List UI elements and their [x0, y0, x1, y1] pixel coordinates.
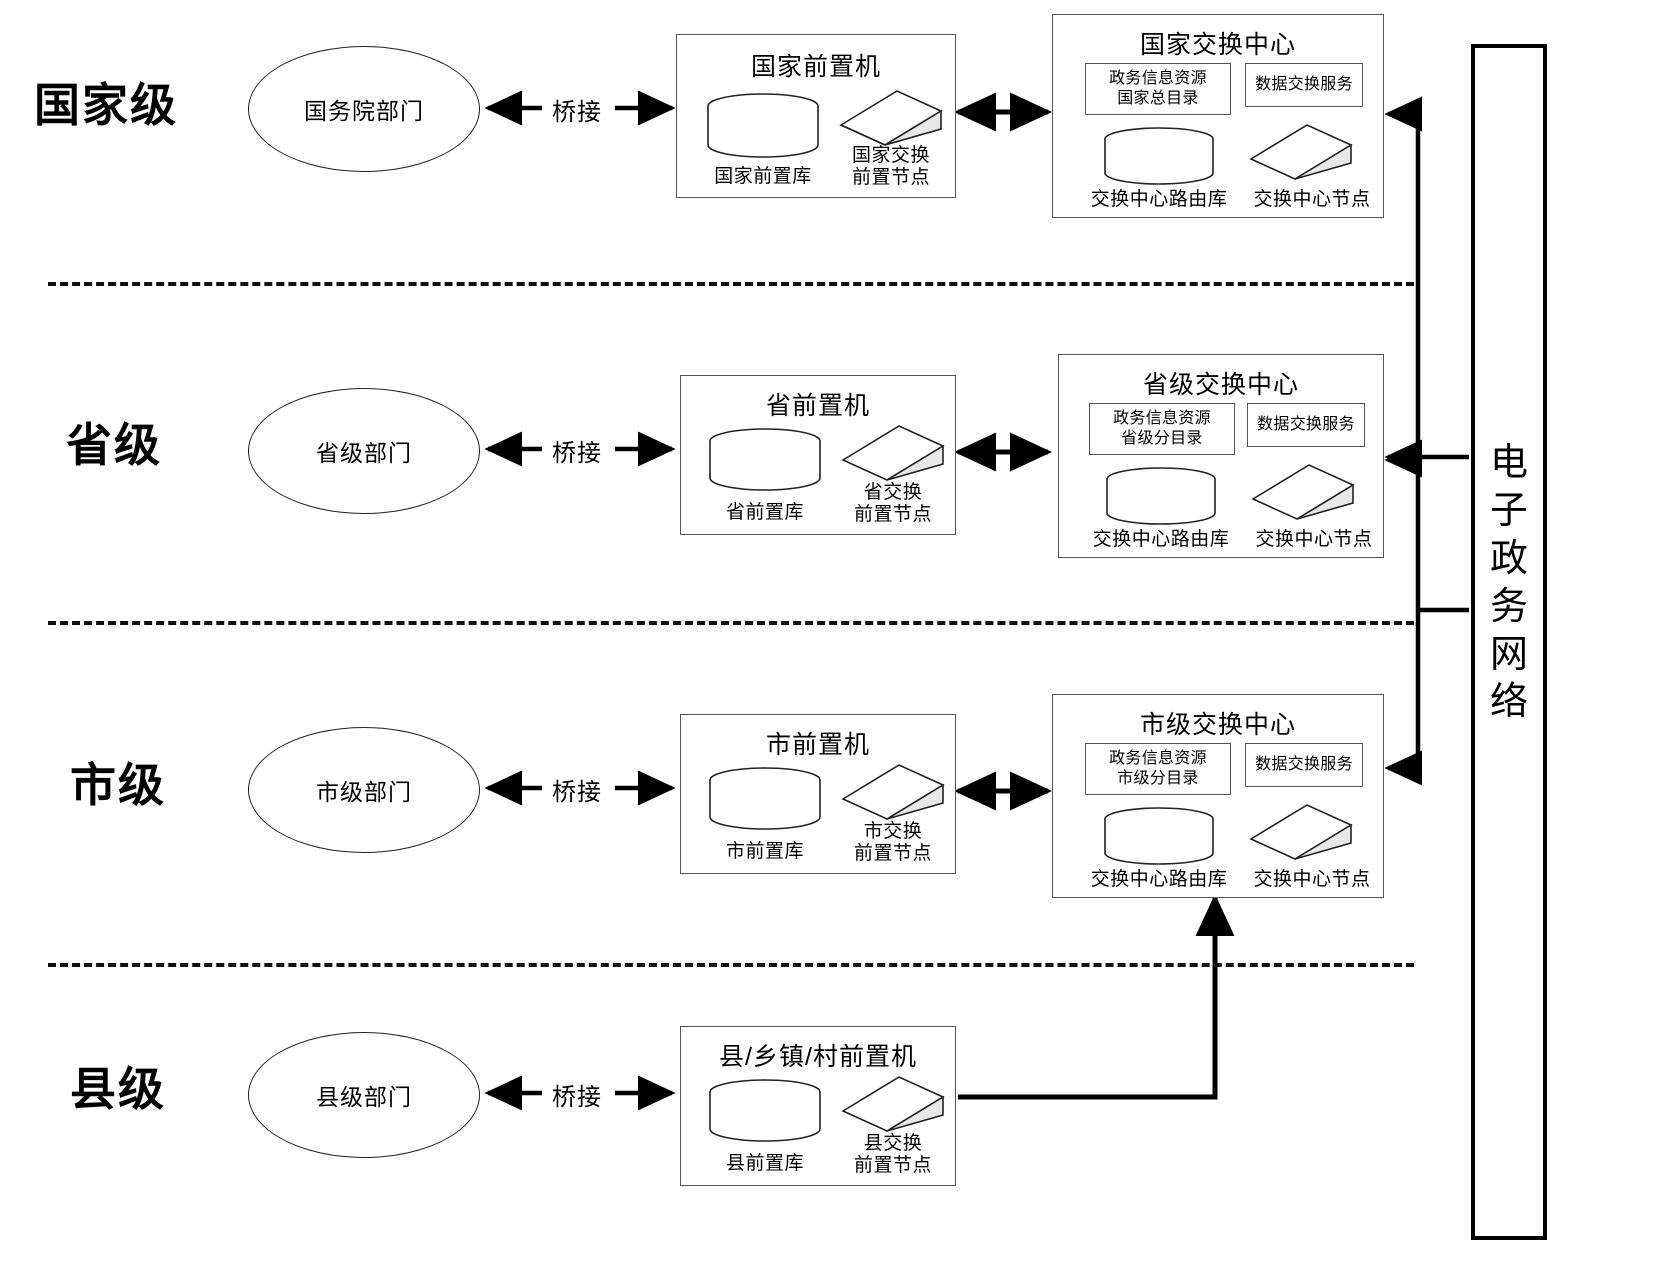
level-label-county: 县级	[70, 1063, 166, 1115]
front-machine-node-caption-national: 国家交换 前置节点	[829, 145, 953, 190]
department-label-national: 国务院部门	[304, 98, 424, 124]
front-machine-title-municipal: 市前置机	[765, 731, 870, 759]
front-machine-box-county[interactable]: 县/乡镇/村前置机 县前置库 县交换 前置节点	[680, 1026, 956, 1186]
routing-database-cylinder-icon	[1103, 467, 1219, 529]
department-label-county: 县级部门	[316, 1084, 412, 1110]
routing-db-caption-national: 交换中心路由库	[1090, 189, 1228, 210]
exchange-node-prism-icon	[837, 420, 949, 486]
routing-database-cylinder-icon	[1101, 127, 1217, 189]
routing-db-caption-provincial: 交换中心路由库	[1092, 529, 1230, 550]
catalog-box-label: 政务信息资源 国家总目录	[1109, 70, 1207, 107]
front-machine-node-caption-county: 县交换 前置节点	[831, 1133, 955, 1178]
egovernment-network-bar[interactable]	[1471, 44, 1547, 1240]
catalog-box-label: 政务信息资源 省级分目录	[1113, 410, 1211, 447]
service-box-label: 数据交换服务	[1255, 76, 1353, 93]
front-machine-title-county: 县/乡镇/村前置机	[719, 1043, 917, 1071]
catalog-box-municipal[interactable]: 政务信息资源 市级分目录	[1085, 743, 1231, 795]
node-caption-line2: 前置节点	[853, 1155, 932, 1177]
department-ellipse-provincial[interactable]: 省级部门	[248, 388, 480, 514]
level-separator-national-provincial	[48, 282, 1414, 286]
egovernment-network-label: 电 子 政 务 网 络	[1471, 440, 1547, 727]
network-char-4: 网	[1489, 633, 1528, 676]
service-box-municipal[interactable]: 数据交换服务	[1245, 743, 1363, 787]
exchange-center-node-prism-icon	[1247, 459, 1359, 525]
department-ellipse-national[interactable]: 国务院部门	[248, 46, 480, 172]
exchange-center-box-municipal[interactable]: 市级交换中心 政务信息资源 市级分目录 数据交换服务 交换中心路由库 交换中心节…	[1052, 694, 1384, 898]
front-machine-db-caption-national: 国家前置库	[714, 166, 812, 187]
routing-db-caption-municipal: 交换中心路由库	[1090, 869, 1228, 890]
front-machine-title-national: 国家前置机	[750, 53, 881, 81]
service-box-label: 数据交换服务	[1255, 756, 1353, 773]
service-box-national[interactable]: 数据交换服务	[1245, 63, 1363, 107]
front-machine-db-caption-county: 县前置库	[725, 1153, 804, 1174]
network-char-0: 电	[1489, 442, 1528, 484]
database-cylinder-icon	[707, 428, 823, 496]
bridge-label-county: 桥接	[549, 1077, 605, 1112]
bridge-label-municipal: 桥接	[549, 772, 605, 807]
node-caption-line2: 前置节点	[853, 843, 932, 865]
exchange-node-caption-national: 交换中心节点	[1253, 189, 1371, 210]
database-cylinder-icon	[707, 767, 823, 835]
catalog-box-provincial[interactable]: 政务信息资源 省级分目录	[1089, 403, 1235, 455]
department-ellipse-municipal[interactable]: 市级部门	[248, 727, 480, 853]
database-cylinder-icon	[707, 1079, 823, 1147]
node-caption-line2: 前置节点	[853, 504, 932, 526]
routing-database-cylinder-icon	[1101, 807, 1217, 869]
front-machine-box-provincial[interactable]: 省前置机 省前置库 省交换 前置节点	[680, 375, 956, 535]
network-char-1: 子	[1489, 489, 1528, 532]
front-machine-title-provincial: 省前置机	[765, 392, 870, 420]
exchange-node-prism-icon	[837, 1071, 949, 1137]
exchange-node-caption-provincial: 交换中心节点	[1255, 529, 1373, 550]
front-machine-db-caption-municipal: 市前置库	[725, 841, 804, 862]
node-caption-line2: 前置节点	[851, 167, 930, 189]
level-separator-provincial-municipal	[48, 621, 1414, 625]
level-label-national: 国家级	[34, 79, 178, 131]
exchange-center-node-prism-icon	[1245, 799, 1357, 865]
exchange-center-box-provincial[interactable]: 省级交换中心 政务信息资源 省级分目录 数据交换服务 交换中心路由库 交换中心节…	[1058, 354, 1384, 558]
service-box-provincial[interactable]: 数据交换服务	[1247, 403, 1365, 447]
department-label-municipal: 市级部门	[316, 779, 412, 805]
database-cylinder-icon	[705, 93, 821, 161]
node-caption-line1: 市交换	[863, 821, 923, 842]
front-machine-box-municipal[interactable]: 市前置机 市前置库 市交换 前置节点	[680, 714, 956, 874]
front-machine-db-caption-provincial: 省前置库	[725, 502, 804, 523]
bridge-label-national: 桥接	[549, 92, 605, 127]
exchange-center-title-national: 国家交换中心	[1139, 31, 1296, 59]
node-caption-line1: 国家交换	[851, 145, 930, 166]
network-char-3: 务	[1489, 585, 1528, 628]
exchange-node-prism-icon	[837, 759, 949, 825]
network-char-5: 络	[1489, 681, 1528, 724]
exchange-center-title-provincial: 省级交换中心	[1142, 371, 1299, 399]
exchange-node-prism-icon	[835, 85, 947, 151]
catalog-box-national[interactable]: 政务信息资源 国家总目录	[1085, 63, 1231, 115]
level-separator-municipal-county	[48, 963, 1414, 967]
department-label-provincial: 省级部门	[316, 440, 412, 466]
exchange-center-title-municipal: 市级交换中心	[1139, 711, 1296, 739]
catalog-box-label: 政务信息资源 市级分目录	[1109, 750, 1207, 787]
level-label-municipal: 市级	[70, 759, 166, 811]
front-machine-node-caption-municipal: 市交换 前置节点	[831, 821, 955, 866]
network-char-2: 政	[1489, 537, 1528, 580]
front-machine-box-national[interactable]: 国家前置机 国家前置库 国家交换 前置节点	[676, 34, 956, 198]
service-box-label: 数据交换服务	[1257, 416, 1355, 433]
department-ellipse-county[interactable]: 县级部门	[248, 1032, 480, 1158]
node-caption-line1: 县交换	[863, 1133, 923, 1154]
bridge-label-provincial: 桥接	[549, 433, 605, 468]
front-machine-node-caption-provincial: 省交换 前置节点	[831, 482, 955, 527]
exchange-center-box-national[interactable]: 国家交换中心 政务信息资源 国家总目录 数据交换服务 交换中心路由库 交换中心节…	[1052, 14, 1384, 218]
exchange-node-caption-municipal: 交换中心节点	[1253, 869, 1371, 890]
level-label-provincial: 省级	[66, 419, 162, 471]
node-caption-line1: 省交换	[863, 482, 923, 503]
exchange-center-node-prism-icon	[1245, 119, 1357, 185]
